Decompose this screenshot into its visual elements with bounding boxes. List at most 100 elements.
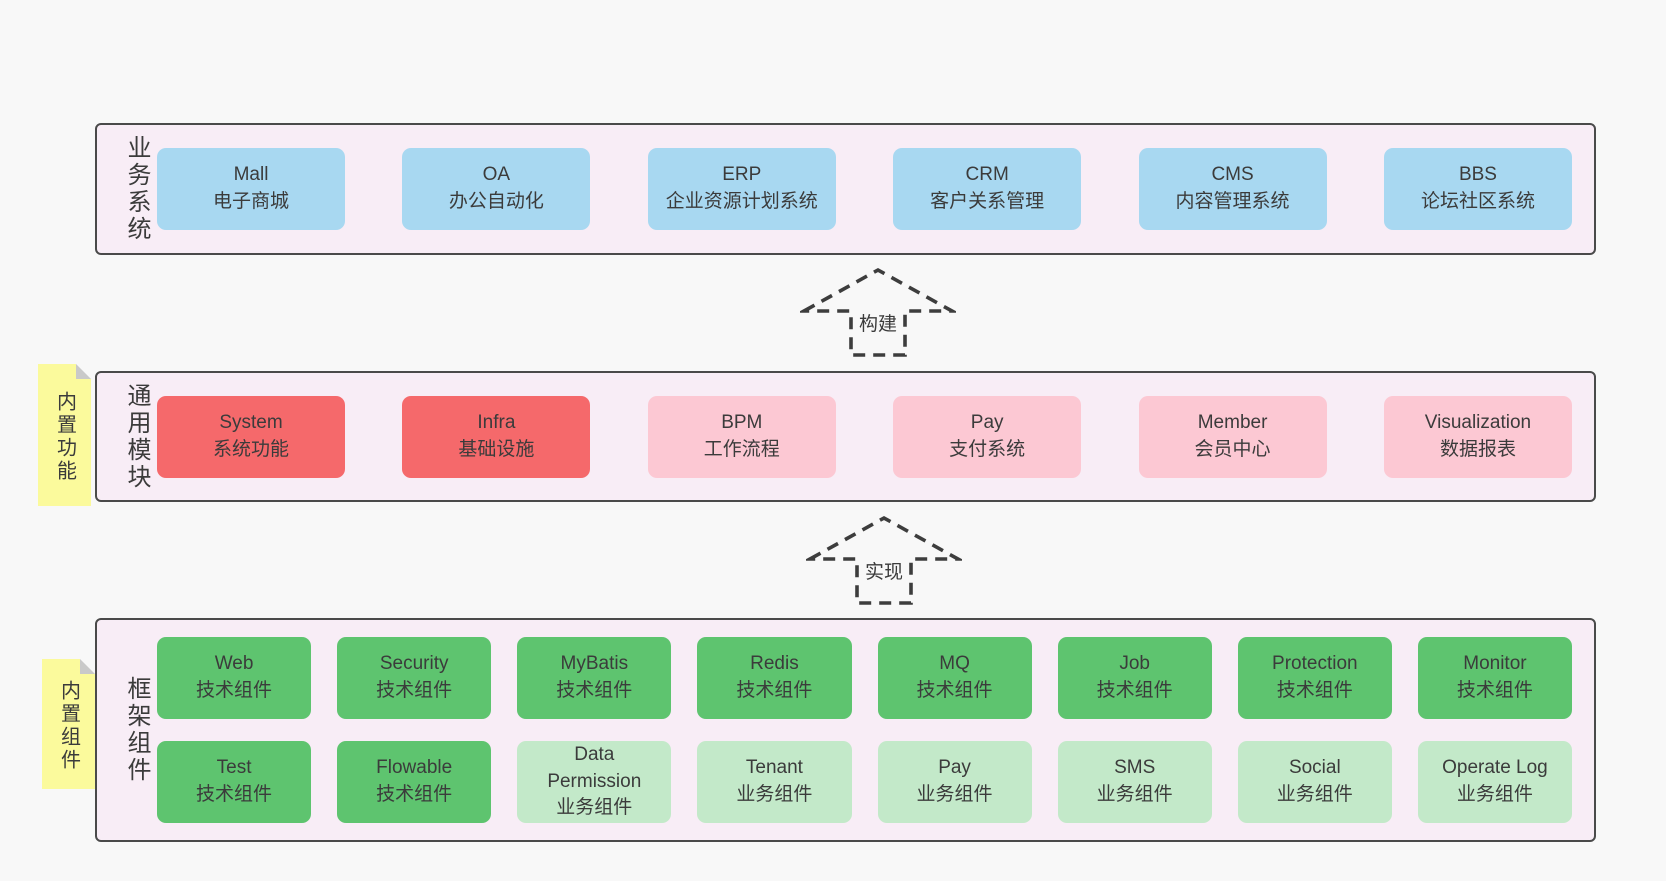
- band-label-business-systems: 业务系统: [123, 135, 150, 243]
- component-box: Mall 电子商城: [157, 148, 345, 230]
- box-title: Redis: [750, 653, 799, 675]
- arrow-implement: 实现: [806, 514, 962, 606]
- component-box: MyBatis 技术组件: [517, 637, 672, 719]
- box-title: ERP: [722, 164, 762, 186]
- framework-components-grid: Web 技术组件 Security 技术组件 MyBatis 技术组件 Redi…: [157, 637, 1572, 823]
- box-title: Job: [1119, 653, 1150, 675]
- component-box: System 系统功能: [157, 395, 345, 478]
- box-subtitle: 业务组件: [916, 784, 993, 805]
- component-box: Test 技术组件: [157, 741, 312, 823]
- component-box: Web 技术组件: [157, 637, 312, 719]
- box-title: Operate Log: [1442, 757, 1548, 779]
- box-subtitle: 技术组件: [556, 680, 633, 701]
- box-title: Pay: [970, 411, 1004, 433]
- component-box: SMS 业务组件: [1057, 741, 1212, 823]
- arrow-implement-label: 实现: [860, 556, 908, 585]
- box-title: Social: [1288, 757, 1341, 779]
- box-title: BPM: [721, 411, 763, 433]
- component-box: ERP 企业资源计划系统: [647, 148, 836, 230]
- box-title: System: [219, 411, 283, 433]
- box-title: Tenant: [745, 757, 803, 779]
- box-subtitle: 技术组件: [376, 680, 453, 701]
- dashed-up-arrow-icon: [800, 267, 956, 357]
- box-title: Test: [216, 757, 252, 779]
- box-subtitle: 基础设施: [458, 438, 535, 460]
- box-subtitle: 客户关系管理: [930, 191, 1045, 212]
- box-subtitle: 技术组件: [196, 784, 273, 805]
- box-subtitle: 技术组件: [1276, 680, 1353, 701]
- component-box: Redis 技术组件: [697, 637, 852, 719]
- component-box: CRM 客户关系管理: [893, 148, 1082, 230]
- box-title: Visualization: [1424, 411, 1532, 433]
- band-framework-components: 框架组件 Web 技术组件 Security 技术组件 MyBatis 技术组件…: [95, 618, 1596, 842]
- box-title: Infra: [477, 411, 516, 433]
- component-box: OA 办公自动化: [402, 148, 591, 230]
- sticky-note-label: 内置功能: [53, 391, 76, 483]
- box-title: MyBatis: [560, 653, 629, 675]
- sticky-note-built-in-features: 内置功能: [38, 364, 91, 506]
- component-box: Protection 技术组件: [1237, 637, 1392, 719]
- box-subtitle: 业务组件: [736, 784, 813, 805]
- component-box: Social 业务组件: [1237, 741, 1392, 823]
- box-subtitle: 论坛社区系统: [1420, 191, 1535, 212]
- business-systems-row: Mall 电子商城 OA 办公自动化 ERP 企业资源计划系统 CRM 客户关系…: [157, 148, 1572, 230]
- component-box: CMS 内容管理系统: [1138, 148, 1327, 230]
- dashed-up-arrow-icon: [806, 515, 962, 605]
- box-subtitle: 技术组件: [196, 680, 273, 701]
- box-title: Pay: [938, 757, 971, 779]
- common-modules-row: System 系统功能 Infra 基础设施 BPM 工作流程 Pay 支付系统…: [157, 395, 1572, 478]
- component-box: Pay 业务组件: [877, 741, 1032, 823]
- sticky-note-label: 内置组件: [57, 680, 80, 772]
- sticky-note-built-in-components: 内置组件: [42, 659, 95, 789]
- component-box: Data Permission 业务组件: [517, 741, 672, 823]
- box-title: Flowable: [376, 757, 453, 779]
- box-subtitle: 内容管理系统: [1175, 191, 1290, 212]
- box-title: MQ: [939, 653, 970, 675]
- band-business-systems: 业务系统 Mall 电子商城 OA 办公自动化 ERP 企业资源计划系统 CRM…: [95, 123, 1596, 255]
- box-title: SMS: [1114, 757, 1156, 779]
- component-box: Flowable 技术组件: [337, 741, 492, 823]
- box-subtitle: 支付系统: [949, 438, 1026, 460]
- box-subtitle: 业务组件: [1276, 784, 1353, 805]
- band-common-modules: 通用模块 System 系统功能 Infra 基础设施 BPM 工作流程 Pay…: [95, 371, 1596, 502]
- component-box: Pay 支付系统: [893, 395, 1082, 478]
- box-subtitle: 系统功能: [212, 438, 289, 460]
- component-box: Security 技术组件: [337, 637, 492, 719]
- component-box: BBS 论坛社区系统: [1383, 148, 1572, 230]
- box-title: BBS: [1458, 164, 1497, 186]
- component-box: Infra 基础设施: [402, 395, 591, 478]
- box-subtitle: 业务组件: [1096, 784, 1173, 805]
- band-label-common-modules: 通用模块: [123, 382, 150, 491]
- component-box: Member 会员中心: [1138, 395, 1327, 478]
- box-title: Data Permission: [547, 744, 642, 792]
- box-title: OA: [482, 164, 511, 186]
- box-subtitle: 业务组件: [1456, 784, 1533, 805]
- box-title: Security: [379, 653, 449, 675]
- box-subtitle: 企业资源计划系统: [665, 191, 818, 212]
- component-box: Operate Log 业务组件: [1417, 741, 1572, 823]
- box-title: Monitor: [1463, 653, 1527, 675]
- box-title: Mall: [233, 164, 269, 186]
- component-box: Tenant 业务组件: [697, 741, 852, 823]
- box-subtitle: 技术组件: [736, 680, 813, 701]
- box-subtitle: 办公自动化: [448, 191, 544, 212]
- arrow-build: 构建: [800, 266, 956, 358]
- component-box: MQ 技术组件: [877, 637, 1032, 719]
- box-subtitle: 技术组件: [1096, 680, 1173, 701]
- box-subtitle: 技术组件: [916, 680, 993, 701]
- box-subtitle: 电子商城: [212, 191, 289, 212]
- component-box: Job 技术组件: [1057, 637, 1212, 719]
- arrow-build-label: 构建: [854, 308, 902, 337]
- box-subtitle: 会员中心: [1194, 438, 1271, 460]
- component-box: Monitor 技术组件: [1417, 637, 1572, 719]
- box-title: CRM: [965, 164, 1009, 186]
- box-subtitle: 工作流程: [703, 438, 780, 460]
- box-subtitle: 数据报表: [1439, 438, 1516, 460]
- box-title: Member: [1197, 411, 1268, 433]
- box-subtitle: 技术组件: [376, 784, 453, 805]
- box-title: CMS: [1211, 164, 1254, 186]
- component-box: BPM 工作流程: [647, 395, 836, 478]
- box-title: Web: [214, 653, 254, 675]
- band-label-framework-components: 框架组件: [123, 676, 150, 784]
- component-box: Visualization 数据报表: [1383, 395, 1572, 478]
